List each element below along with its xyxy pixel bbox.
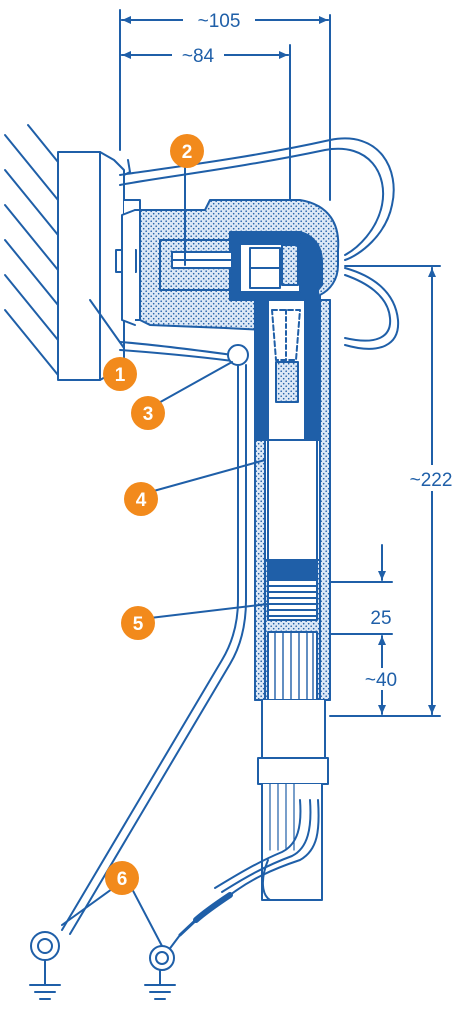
dim-width-105: ~105 <box>198 11 241 32</box>
callout-3: 3 <box>131 396 165 430</box>
dim-length-25: 25 <box>370 608 391 629</box>
callout-2: 2 <box>170 134 204 168</box>
callout-4-label: 4 <box>136 490 147 511</box>
callout-3-label: 3 <box>143 404 154 425</box>
callout-1: 1 <box>103 357 137 391</box>
dim-length-222: ~222 <box>410 470 453 491</box>
callout-1-label: 1 <box>115 365 126 386</box>
callout-6-label: 6 <box>117 869 128 890</box>
callout-5-label: 5 <box>133 614 144 635</box>
callout-4: 4 <box>124 482 158 516</box>
cable <box>178 699 329 937</box>
earth-lug-left <box>29 931 61 1000</box>
earth-lug-right <box>144 934 181 1000</box>
callout-2-label: 2 <box>182 142 193 163</box>
dim-width-84: ~84 <box>182 46 215 67</box>
wall-hatch <box>4 124 59 376</box>
test-point <box>227 344 249 366</box>
callout-5: 5 <box>121 606 155 640</box>
earth-wire <box>61 361 247 935</box>
dim-length-40: ~40 <box>365 670 397 691</box>
leader-lines <box>61 161 269 947</box>
callout-6: 6 <box>105 861 139 895</box>
